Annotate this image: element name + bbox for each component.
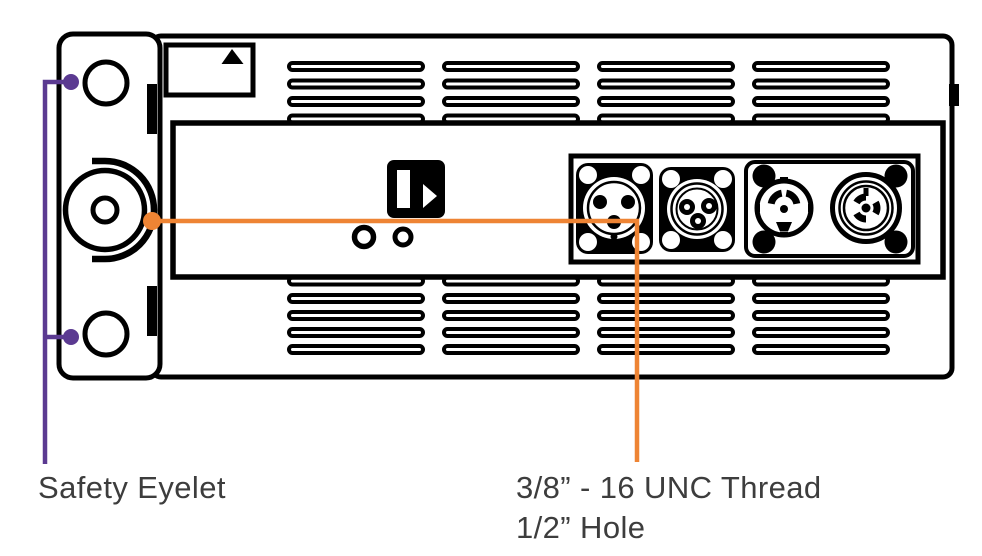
pole-mount-label-line1: 3/8” - 16 UNC Thread — [516, 470, 822, 505]
bracket-edge-bar-top — [147, 84, 157, 134]
xlr-female-connector — [659, 167, 735, 252]
callout-dot-purple-top — [63, 74, 79, 90]
safety-eyelet-label: Safety Eyelet — [38, 470, 226, 505]
powercon-output-connector — [754, 177, 814, 238]
pole-mount-socket — [62, 157, 158, 263]
powercon-input-connector — [830, 172, 902, 244]
safety-eyelet-bottom — [82, 310, 130, 358]
callout-line-orange — [152, 218, 640, 462]
connector-group — [568, 153, 921, 265]
indicator-buttons — [351, 224, 414, 250]
port-slot-icon — [387, 160, 445, 218]
triangle-mark-icon — [221, 49, 244, 64]
side-tab — [949, 84, 959, 106]
safety-eyelet-top — [82, 59, 130, 107]
callout-dot-purple-bottom — [63, 329, 79, 345]
callout-safety-eyelet: Safety Eyelet — [38, 74, 226, 505]
pole-mount-label-line2: 1/2” Hole — [516, 510, 645, 545]
label-plate — [163, 42, 256, 98]
thread-hole — [90, 195, 120, 225]
bracket-edge-bar-bottom — [147, 286, 157, 336]
callout-pole-mount-thread: 3/8” - 16 UNC Thread 1/2” Hole — [143, 212, 822, 545]
callout-dot-orange — [143, 212, 161, 230]
xlr-male-connector — [576, 163, 653, 254]
